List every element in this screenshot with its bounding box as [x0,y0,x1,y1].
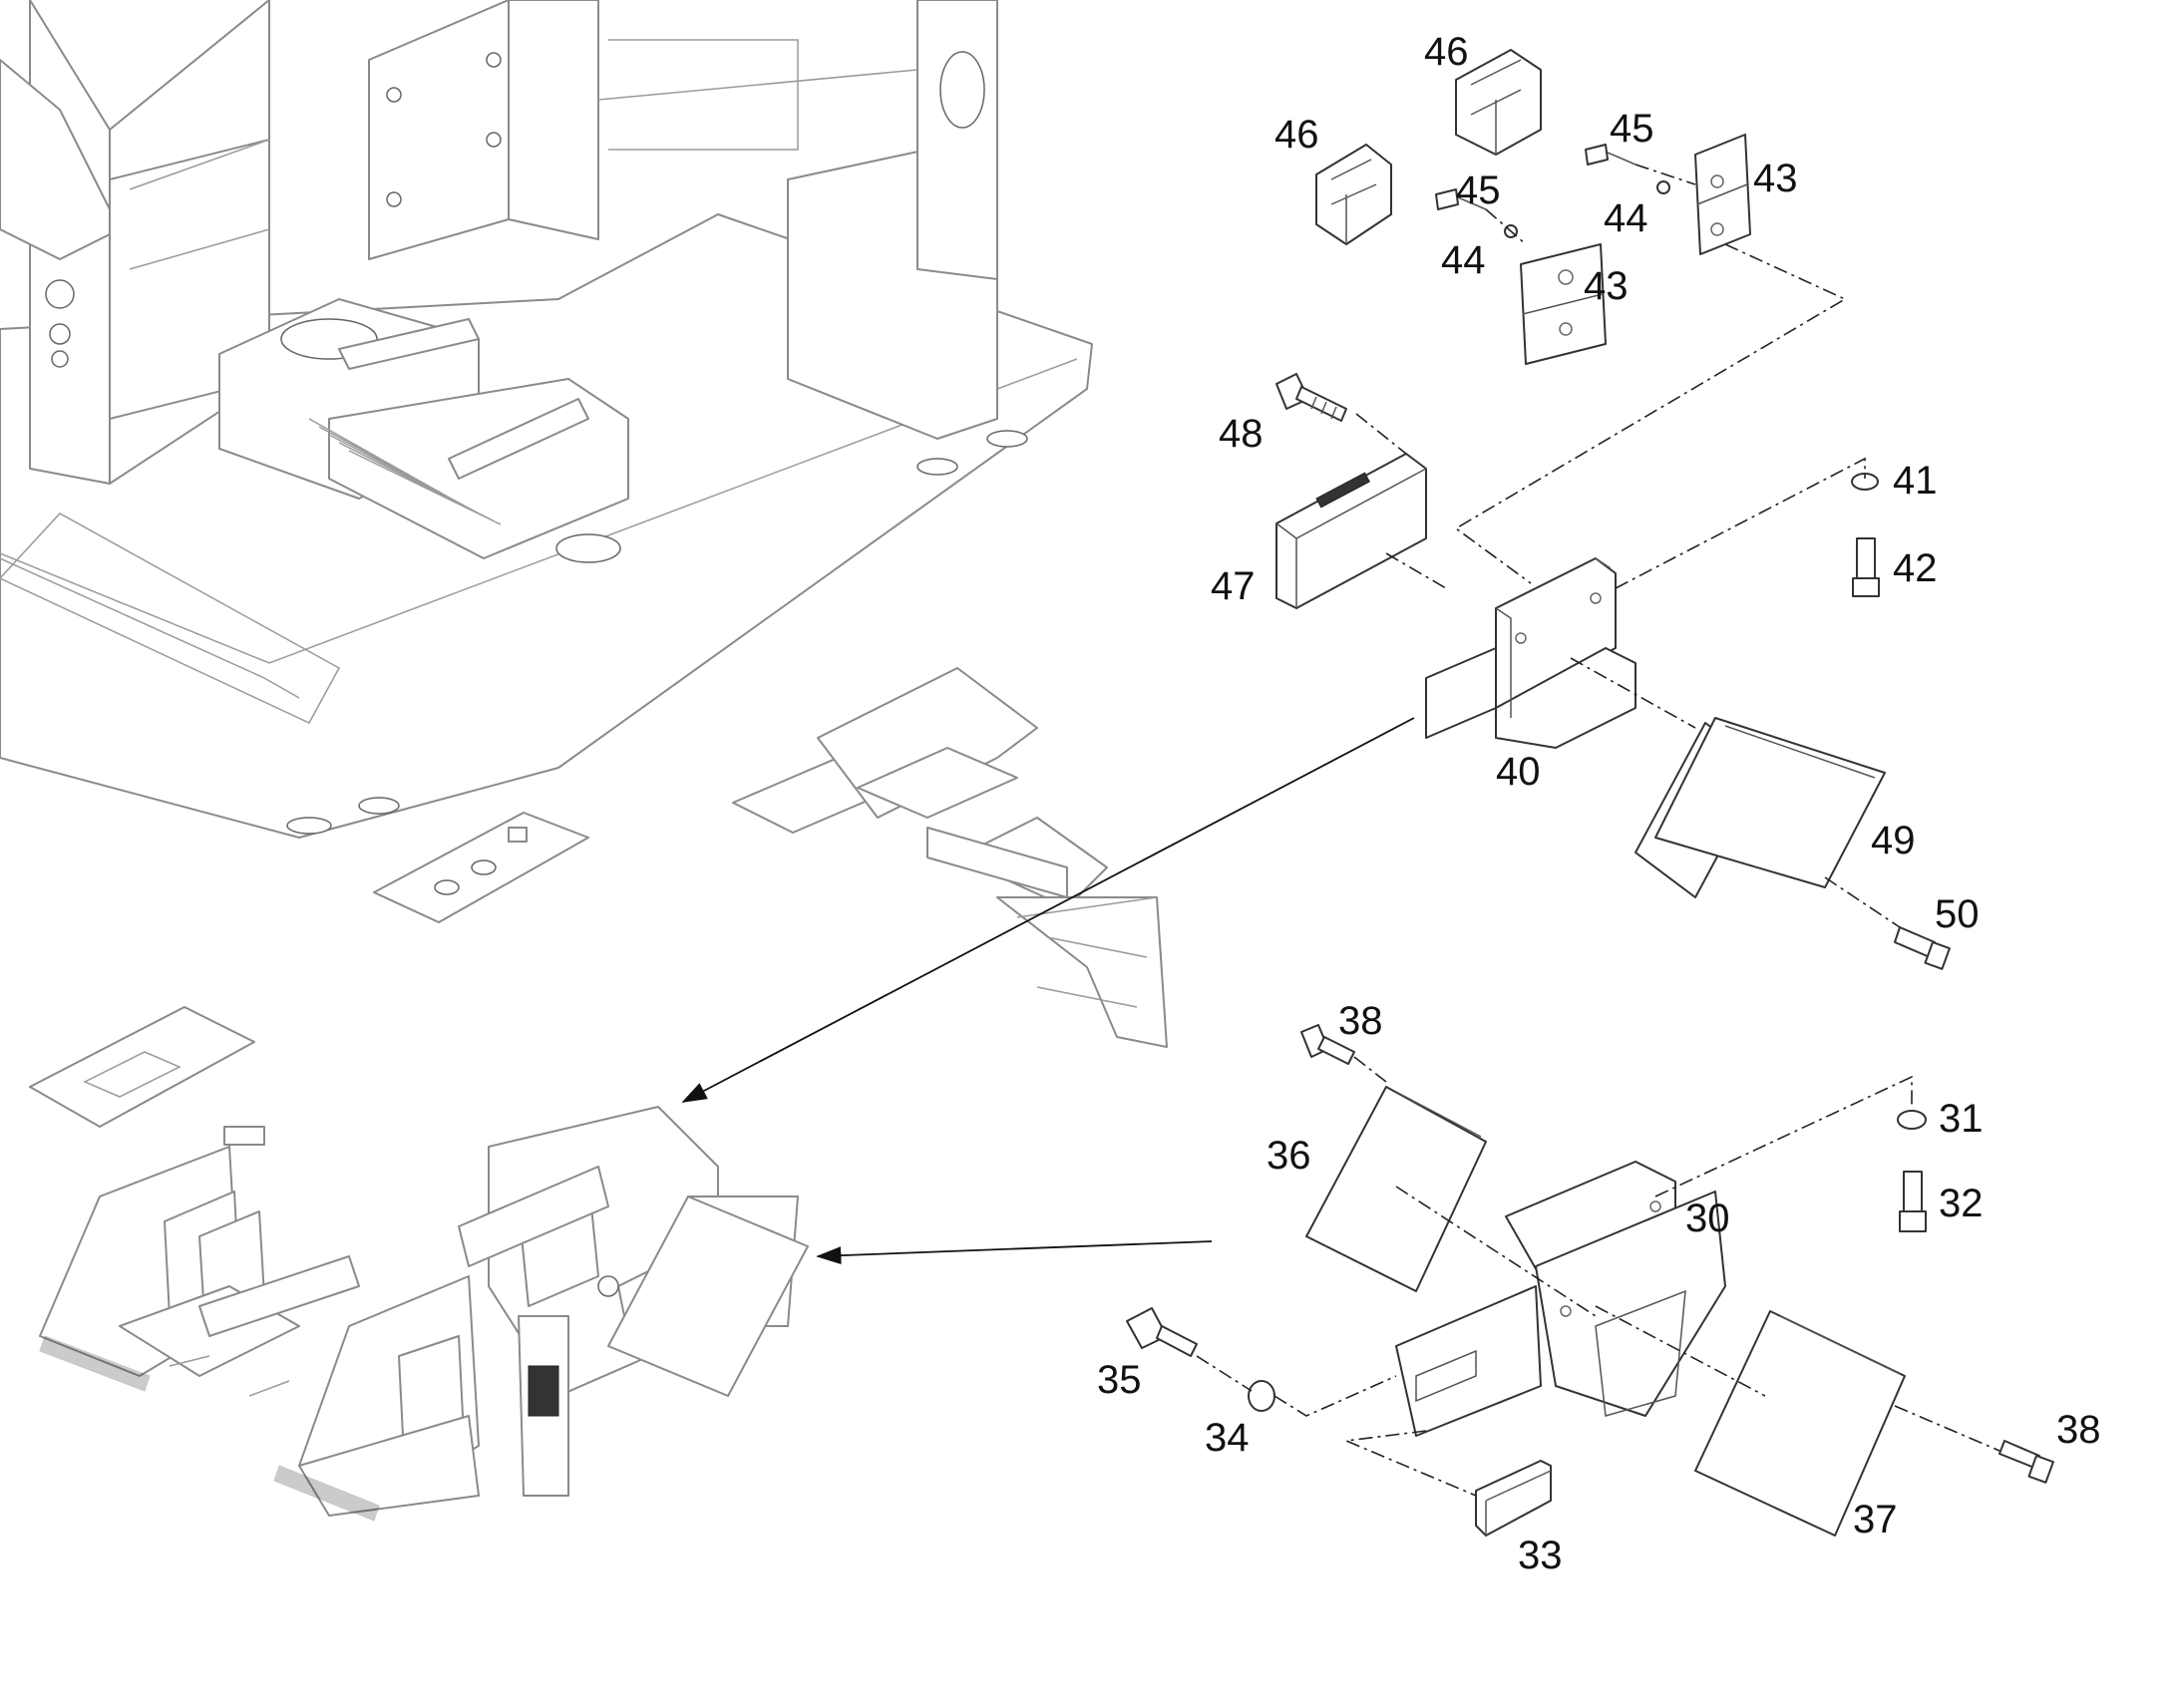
block-33 [1475,1460,1552,1537]
upper-carriage-assembly [732,667,1168,1048]
callout-43: 43 [1753,157,1798,200]
callout-38: 38 [1338,999,1383,1043]
callout-36: 36 [1267,1134,1311,1178]
screw-38-upper [1300,1024,1355,1065]
arrow-bracket-30-location [816,1240,1213,1265]
callout-43: 43 [1584,264,1629,308]
screw-45-left [1435,188,1487,210]
cover-36 [1305,1086,1487,1292]
callout-34: 34 [1205,1416,1250,1460]
washer-44-right [1656,180,1670,194]
washer-41 [1851,473,1879,491]
callout-40: 40 [1496,750,1541,794]
bolt-48 [1275,373,1347,422]
callout-labels: 46 46 45 45 44 44 43 43 48 47 41 42 40 4… [1097,30,2101,1577]
screw-38-lower [1998,1440,2054,1484]
clip-46-left [1315,144,1392,245]
callout-44: 44 [1604,196,1648,240]
callout-44: 44 [1441,238,1486,282]
callout-46: 46 [1274,113,1319,157]
bolt-35 [1126,1307,1198,1357]
bracket-30 [1395,1161,1726,1437]
callout-47: 47 [1211,564,1256,608]
callout-30: 30 [1685,1196,1730,1240]
clip-46-right [1455,49,1542,156]
callout-45: 45 [1456,169,1501,212]
callout-32: 32 [1939,1182,1984,1225]
bracket-40 [1425,557,1636,749]
callout-31: 31 [1939,1097,1984,1141]
callout-48: 48 [1219,412,1264,456]
bracket-43-left [1520,243,1607,365]
callout-35: 35 [1097,1358,1142,1402]
callout-49: 49 [1871,819,1916,862]
cover-37 [1694,1310,1906,1537]
sensor-plate-left [373,812,589,923]
lower-carriage-assembly [39,1106,809,1522]
callout-33: 33 [1518,1534,1563,1577]
screw-42 [1852,537,1880,597]
screw-45-right [1585,144,1636,166]
callout-46: 46 [1424,30,1469,74]
screw-32 [1899,1171,1927,1232]
machine-frame [0,0,1093,839]
callout-41: 41 [1893,459,1938,503]
arrow-bracket-40-location [681,717,1415,1103]
washer-31 [1897,1110,1927,1130]
callout-37: 37 [1853,1498,1898,1541]
callout-50: 50 [1935,892,1980,936]
washer-34 [1248,1380,1275,1412]
callout-38: 38 [2056,1408,2101,1452]
assembly-lines [1196,164,2000,1497]
callout-42: 42 [1893,546,1938,590]
lower-window-plate [29,1006,255,1128]
callout-45: 45 [1610,107,1654,151]
cover-49 [1635,717,1886,898]
bracket-43-right [1694,134,1751,255]
module-47 [1275,453,1427,609]
screw-50 [1894,926,1951,970]
vent-slots [308,418,502,525]
